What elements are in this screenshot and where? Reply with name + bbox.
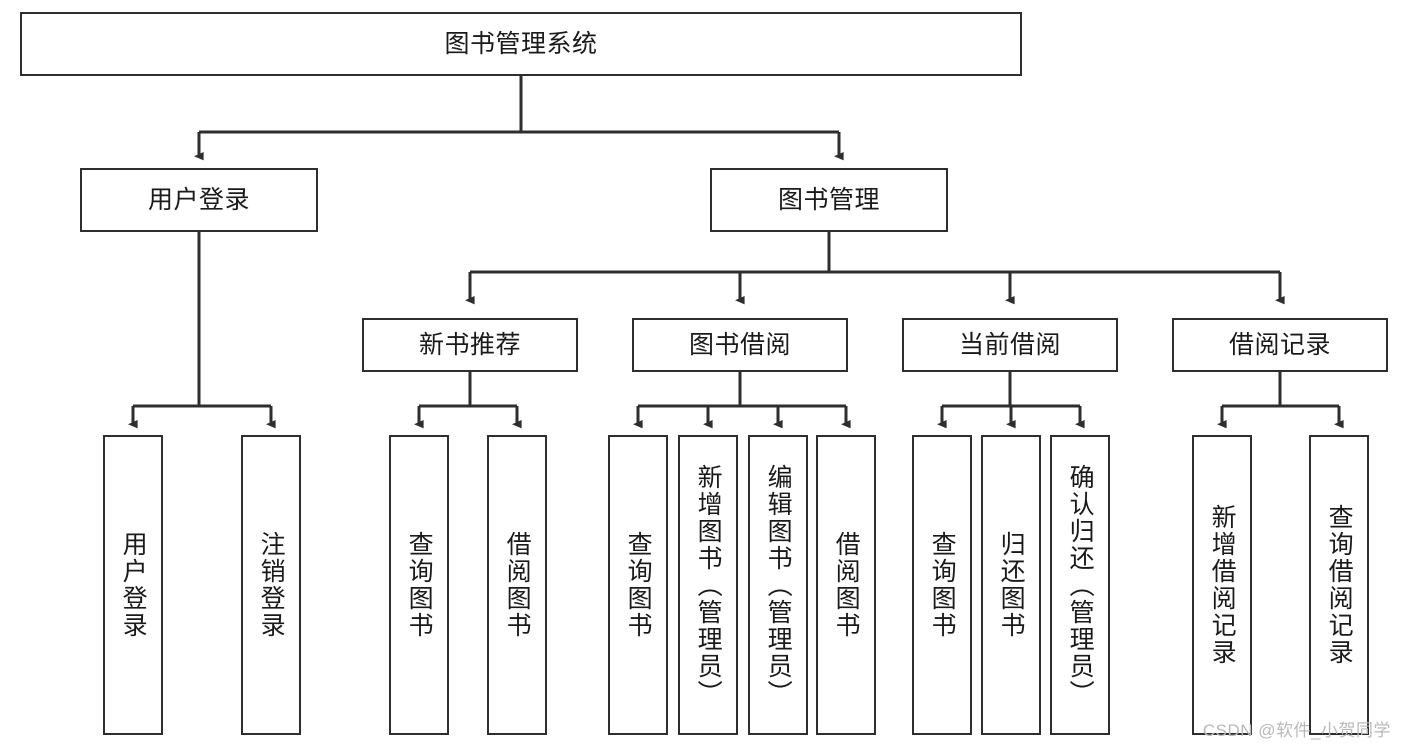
node-book-borrow[interactable]: 图书借阅 — [632, 318, 848, 372]
node-borrow-record[interactable]: 借阅记录 — [1172, 318, 1388, 372]
node-label: 查询图书 — [928, 531, 957, 639]
node-label: 当前借阅 — [958, 331, 1061, 359]
node-label: 查询借阅记录 — [1325, 504, 1354, 666]
node-current-borrow[interactable]: 当前借阅 — [902, 318, 1118, 372]
node-label: 新增图书（管理员） — [694, 463, 723, 707]
node-label: 借阅记录 — [1228, 331, 1331, 359]
node-label: 归还图书 — [997, 531, 1026, 639]
node-leaf-query-book-3[interactable]: 查询图书 — [912, 435, 972, 735]
node-label: 新增借阅记录 — [1208, 504, 1237, 666]
node-label: 借阅图书 — [503, 531, 532, 639]
node-leaf-borrow-book-2[interactable]: 借阅图书 — [816, 435, 876, 735]
node-label: 确认归还（管理员） — [1066, 463, 1095, 707]
node-leaf-borrow-book-1[interactable]: 借阅图书 — [487, 435, 547, 735]
node-leaf-edit-book[interactable]: 编辑图书（管理员） — [748, 435, 808, 735]
node-label: 新书推荐 — [418, 331, 521, 359]
node-new-book-recommend[interactable]: 新书推荐 — [362, 318, 578, 372]
node-label: 查询图书 — [405, 531, 434, 639]
node-leaf-return-book[interactable]: 归还图书 — [981, 435, 1041, 735]
node-leaf-add-book[interactable]: 新增图书（管理员） — [678, 435, 738, 735]
node-label: 用户登录 — [119, 531, 148, 639]
node-leaf-query-book-2[interactable]: 查询图书 — [608, 435, 668, 735]
node-label: 图书管理系统 — [444, 30, 598, 58]
node-label: 借阅图书 — [832, 531, 861, 639]
node-label: 图书管理 — [777, 186, 880, 214]
node-user-login[interactable]: 用户登录 — [80, 168, 318, 232]
node-leaf-query-book-1[interactable]: 查询图书 — [389, 435, 449, 735]
node-label: 查询图书 — [624, 531, 653, 639]
node-leaf-query-record[interactable]: 查询借阅记录 — [1309, 435, 1369, 735]
node-leaf-confirm-return[interactable]: 确认归还（管理员） — [1050, 435, 1110, 735]
node-leaf-add-record[interactable]: 新增借阅记录 — [1192, 435, 1252, 735]
node-label: 图书借阅 — [688, 331, 791, 359]
node-label: 注销登录 — [257, 531, 286, 639]
node-label: 编辑图书（管理员） — [764, 463, 793, 707]
node-book-management[interactable]: 图书管理 — [710, 168, 948, 232]
node-leaf-user-login[interactable]: 用户登录 — [103, 435, 163, 735]
node-label: 用户登录 — [147, 186, 250, 214]
node-leaf-logout[interactable]: 注销登录 — [241, 435, 301, 735]
node-root-system[interactable]: 图书管理系统 — [20, 12, 1022, 76]
